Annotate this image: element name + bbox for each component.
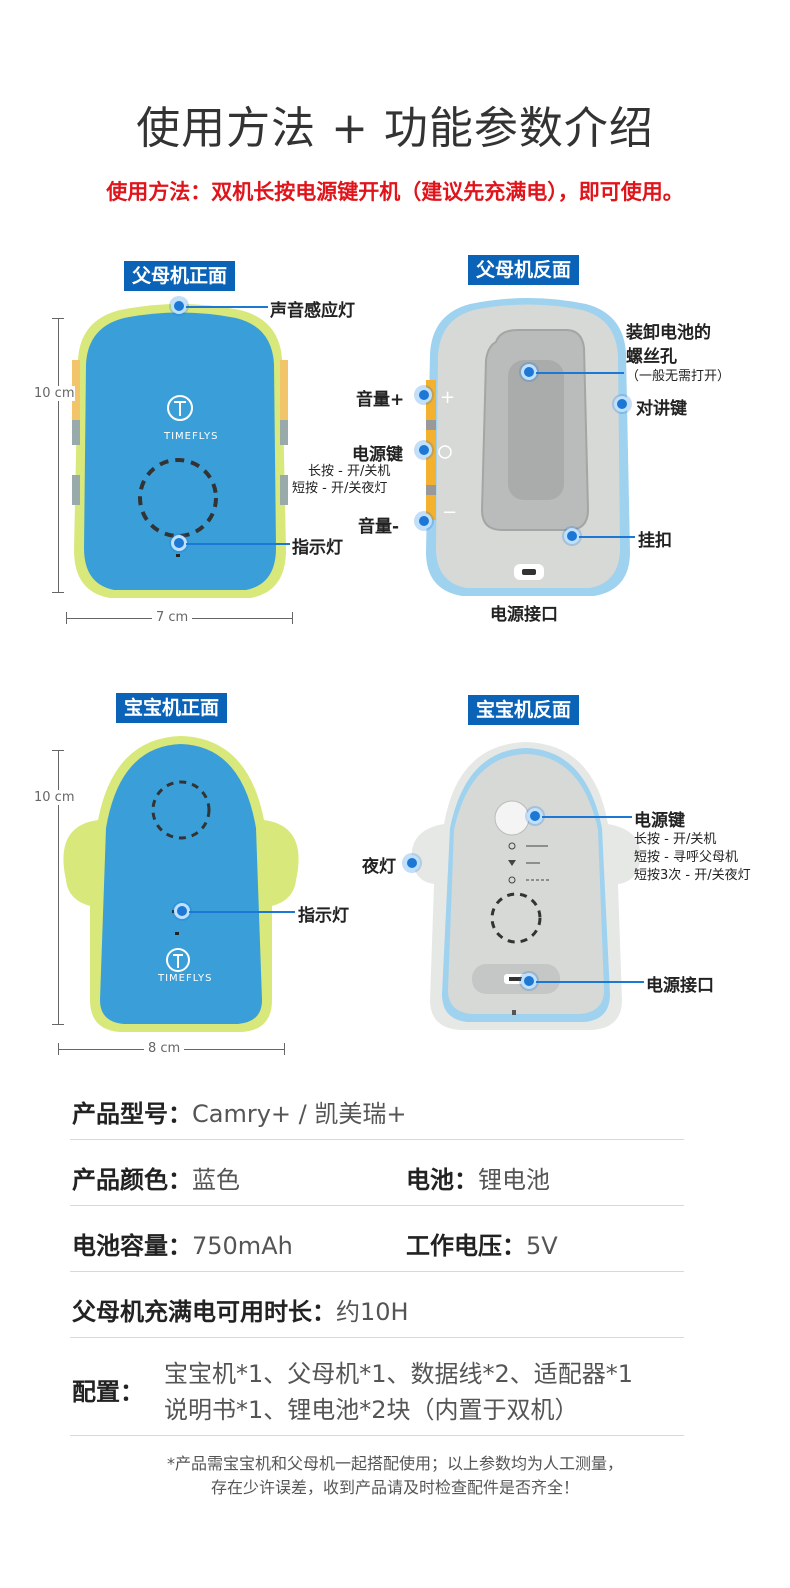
baby-width-tick-right — [284, 1043, 285, 1055]
parent-width-tick-right — [292, 612, 293, 624]
parent-indicator-label: 指示灯 — [292, 538, 343, 558]
badge-parent-front: 父母机正面 — [124, 261, 236, 291]
badge-baby-back: 宝宝机反面 — [468, 695, 580, 725]
sound-light-leader — [186, 306, 268, 308]
screw-hole-label: 装卸电池的 — [626, 323, 711, 343]
spec-config-value-1: 宝宝机*1、父母机*1、数据线*2、适配器*1 — [164, 1360, 634, 1388]
spec-voltage-value: 5V — [526, 1232, 558, 1260]
parent-indicator-leader — [186, 543, 290, 545]
badge-baby-front: 宝宝机正面 — [116, 693, 228, 723]
baby-power-key-marker — [527, 808, 543, 824]
spec-row-duration: 父母机充满电可用时长：约10H — [70, 1272, 684, 1338]
screw-hole-note: （一般无需打开） — [626, 369, 731, 384]
hook-leader — [579, 536, 635, 538]
baby-port-label: 电源接口 — [646, 976, 714, 996]
usage-instruction: 使用方法：双机长按电源键开机（建议先充满电），即可使用。 — [106, 180, 684, 204]
baby-indicator-label: 指示灯 — [298, 906, 349, 926]
spec-model-key: 产品型号： — [72, 1100, 192, 1128]
hook-label: 挂扣 — [638, 531, 672, 551]
baby-indicator-marker — [174, 903, 190, 919]
sound-light-label: 声音感应灯 — [270, 301, 355, 321]
spec-duration-value: 约10H — [336, 1298, 409, 1326]
talk-key-marker — [614, 396, 630, 412]
svg-text:+: + — [440, 387, 455, 408]
baby-height-rule — [58, 750, 59, 1024]
spec-color-key: 产品颜色： — [72, 1166, 192, 1194]
svg-text:−: − — [442, 502, 457, 523]
parent-width-label: 7 cm — [152, 610, 193, 625]
baby-front-device — [63, 736, 299, 1032]
baby-power-short: 短按 - 寻呼父母机 — [634, 850, 738, 865]
spec-color-value: 蓝色 — [192, 1166, 240, 1194]
sound-light-marker — [171, 298, 187, 314]
vol-down-marker — [416, 513, 432, 529]
baby-width-tick-left — [58, 1043, 59, 1055]
parent-height-tick-bottom — [52, 592, 64, 593]
footer-line-2: 存在少许误差，收到产品请及时检查配件是否齐全！ — [210, 1478, 579, 1497]
parent-power-key-label: 电源键 — [352, 445, 403, 465]
spec-row-color-battery: 产品颜色：蓝色 电池：锂电池 — [70, 1140, 684, 1206]
vol-up-marker — [416, 387, 432, 403]
parent-height-tick-top — [52, 318, 64, 319]
baby-front-logo: TIMEFLYS — [158, 973, 213, 984]
parent-power-short: 短按 - 开/关夜灯 — [292, 481, 388, 496]
parent-height-rule — [58, 318, 59, 592]
spec-capacity-key: 电池容量： — [72, 1232, 192, 1260]
spec-config-key: 配置： — [72, 1378, 144, 1406]
parent-width-tick-left — [66, 612, 67, 624]
baby-height-tick-top — [52, 750, 64, 751]
parent-power-key-marker — [416, 442, 432, 458]
spec-voltage-key: 工作电压： — [406, 1232, 526, 1260]
spec-model-value: Camry+ / 凯美瑞+ — [192, 1100, 407, 1128]
screw-hole-marker — [521, 364, 537, 380]
spec-battery-value: 锂电池 — [478, 1166, 550, 1194]
baby-power-long: 长按 - 开/关机 — [634, 832, 717, 847]
baby-back-device — [411, 742, 641, 1030]
baby-port-leader — [536, 981, 644, 983]
parent-port-label: 电源接口 — [490, 605, 558, 625]
baby-power-3x: 短按3次 - 开/关夜灯 — [634, 868, 751, 883]
baby-power-key-leader — [542, 816, 632, 818]
hook-marker — [564, 528, 580, 544]
page-title: 使用方法 + 功能参数介绍 — [136, 103, 654, 154]
screw-hole-leader — [536, 372, 624, 374]
parent-indicator-marker — [171, 535, 187, 551]
baby-height-label: 10 cm — [34, 790, 75, 805]
spec-row-capacity-voltage: 电池容量：750mAh 工作电压：5V — [70, 1206, 684, 1272]
spec-battery-key: 电池： — [406, 1166, 478, 1194]
vol-down-label: 音量- — [358, 517, 400, 537]
parent-back-device: + − — [426, 298, 630, 596]
spec-row-model: 产品型号：Camry+ / 凯美瑞+ — [70, 1080, 684, 1140]
night-light-marker — [404, 855, 420, 871]
talk-key-label: 对讲键 — [636, 399, 687, 419]
vol-up-label: 音量+ — [356, 390, 405, 410]
badge-parent-back: 父母机反面 — [468, 255, 580, 285]
spec-row-config: 配置： 宝宝机*1、父母机*1、数据线*2、适配器*1 说明书*1、锂电池*2块… — [70, 1338, 684, 1436]
parent-front-logo: TIMEFLYS — [164, 431, 219, 442]
parent-front-device — [72, 304, 288, 598]
parent-power-long: 长按 - 开/关机 — [308, 464, 391, 479]
night-light-label: 夜灯 — [362, 857, 396, 877]
baby-port-marker — [521, 973, 537, 989]
baby-width-label: 8 cm — [144, 1041, 185, 1056]
spec-capacity-value: 750mAh — [192, 1232, 293, 1260]
baby-height-tick-bottom — [52, 1024, 64, 1025]
baby-power-key-label: 电源键 — [634, 811, 685, 831]
screw-hole-label-2: 螺丝孔 — [626, 347, 677, 367]
spec-config-value-2: 说明书*1、锂电池*2块（内置于双机） — [164, 1396, 579, 1424]
footer-note: *产品需宝宝机和父母机一起搭配使用；以上参数均为人工测量， 存在少许误差，收到产… — [0, 1452, 790, 1500]
spec-duration-key: 父母机充满电可用时长： — [72, 1298, 336, 1326]
footer-line-1: *产品需宝宝机和父母机一起搭配使用；以上参数均为人工测量， — [166, 1454, 623, 1473]
baby-indicator-leader — [189, 911, 295, 913]
parent-height-label: 10 cm — [34, 386, 75, 401]
